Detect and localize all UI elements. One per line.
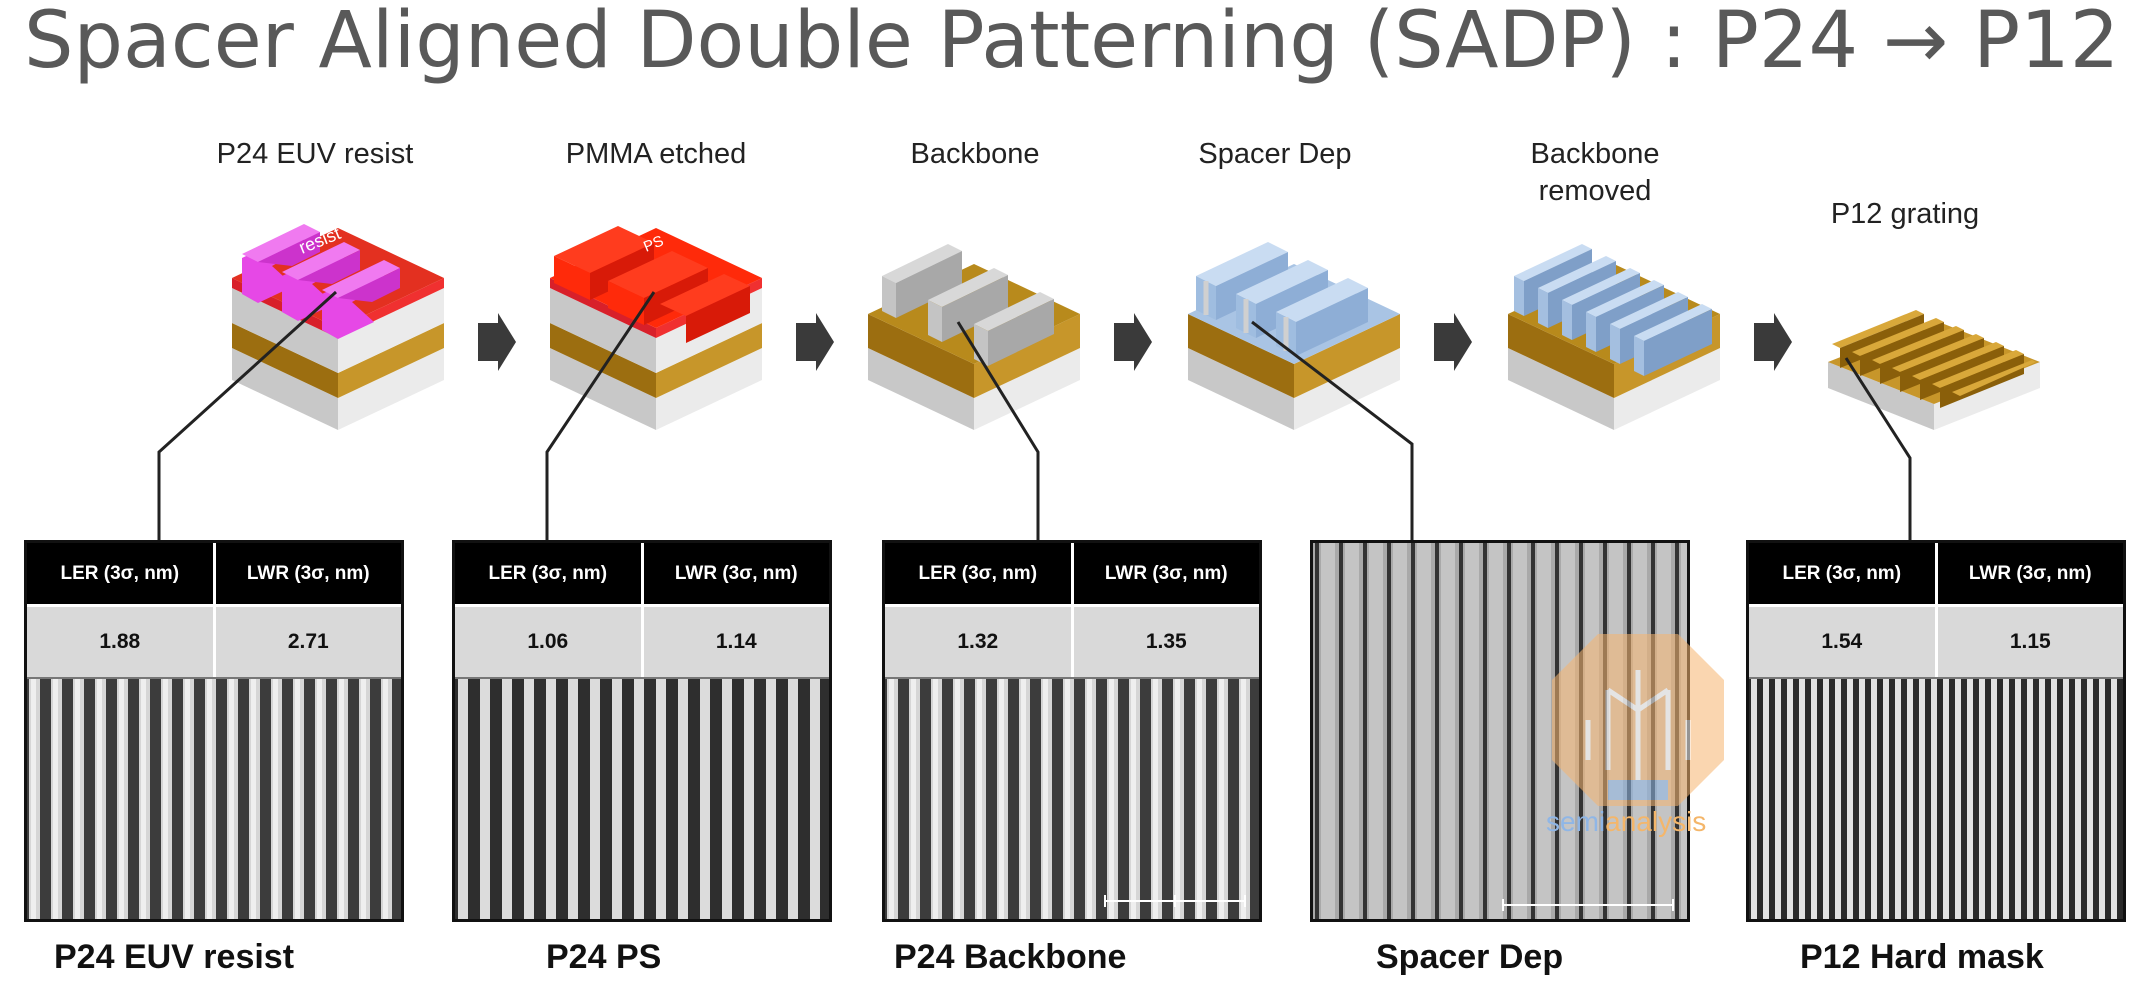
ler-value: 1.32 [957,630,999,653]
watermark-text-part2: analysis [1605,806,1707,837]
scale-bar [1502,899,1674,911]
lwr-header: LWR (3σ, nm) [640,543,830,604]
spacer-only-lines [1514,244,1712,376]
sem-image [1749,679,2123,919]
lwr-value: 1.14 [640,607,830,677]
ler-header: LER (3σ, nm) [1782,562,1902,584]
ler-value: 1.88 [99,630,141,653]
semianalysis-logo-icon [1552,634,1724,806]
metric-table: LER (3σ, nm) LWR (3σ, nm) 1.88 2.71 [27,543,401,679]
caption-p24-ps: P24 PS [546,938,662,976]
caption-p12-hard-mask: P12 Hard mask [1800,938,2044,976]
ler-header: LER (3σ, nm) [488,562,608,584]
sem-panel-ps: LER (3σ, nm) LWR (3σ, nm) 1.06 1.14 [452,540,832,922]
metric-table: LER (3σ, nm) LWR (3σ, nm) 1.06 1.14 [455,543,829,679]
sem-image [885,679,1259,919]
ler-header: LER (3σ, nm) [60,562,180,584]
sem-image [455,679,829,919]
lwr-value: 2.71 [212,607,402,677]
step-label-backbone: Backbone [910,138,1040,170]
lwr-header: LWR (3σ, nm) [1934,543,2124,604]
step-label-p12-grating: P12 grating [1830,198,1980,230]
step-label-spacer-dep: Spacer Dep [1198,138,1352,170]
cube-p12-grating [1828,310,2040,430]
lwr-header: LWR (3σ, nm) [212,543,402,604]
cube-ps-text: PS [641,232,666,255]
watermark-text: semianalysis [1546,806,1706,838]
ler-value: 1.06 [527,630,569,653]
arrow-icon-2 [796,313,834,371]
cube-spacer-dep [1188,242,1400,430]
watermark-text-part1: semi [1546,806,1606,837]
step-label-euv-resist: P24 EUV resist [216,138,414,170]
sem-panel-backbone: LER (3σ, nm) LWR (3σ, nm) 1.32 1.35 [882,540,1262,922]
step-label-pmma-etched: PMMA etched [565,138,747,170]
sem-panel-euv-resist: LER (3σ, nm) LWR (3σ, nm) 1.88 2.71 [24,540,404,922]
cube-backbone-removed [1508,244,1720,430]
caption-p24-euv-resist: P24 EUV resist [54,938,295,976]
metric-table: LER (3σ, nm) LWR (3σ, nm) 1.54 1.15 [1749,543,2123,679]
arrow-icon-5 [1754,313,1792,371]
sem-panel-p12-hardmask: LER (3σ, nm) LWR (3σ, nm) 1.54 1.15 [1746,540,2126,922]
caption-p24-backbone: P24 Backbone [894,938,1127,976]
step-label-backbone-removed: Backbone removed [1530,138,1660,207]
page-title: Spacer Aligned Double Patterning (SADP) … [24,0,2120,86]
lwr-header: LWR (3σ, nm) [1070,543,1260,604]
scale-bar [1104,895,1246,907]
ler-value: 1.54 [1821,630,1863,653]
arrow-icon-3 [1114,313,1152,371]
cube-euv-resist: resist [232,223,444,430]
arrow-icon-1 [478,313,516,371]
lwr-value: 1.15 [1934,607,2124,677]
ler-header: LER (3σ, nm) [918,562,1038,584]
sem-image [27,679,401,919]
arrow-icon-4 [1434,313,1472,371]
caption-spacer-dep: Spacer Dep [1376,938,1564,976]
lwr-value: 1.35 [1070,607,1260,677]
metric-table: LER (3σ, nm) LWR (3σ, nm) 1.32 1.35 [885,543,1259,679]
cube-pmma-etched: PS [550,226,762,430]
cube-backbone [868,244,1080,430]
